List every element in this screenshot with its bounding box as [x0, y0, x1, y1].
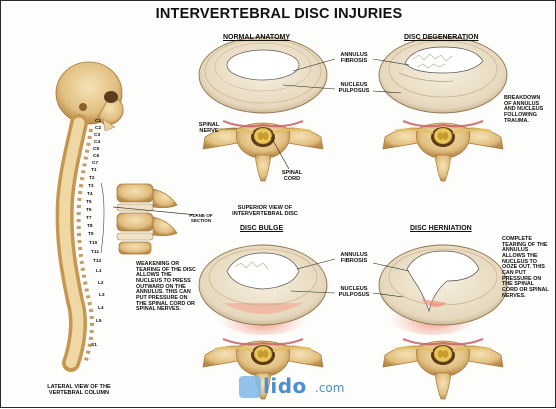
degeneration-note: BREAKDOWN OF ANNULUS AND NUCLEUS FOLLOWI… [504, 96, 548, 124]
watermark-suffix: .com [315, 381, 344, 395]
vertebra-label-t8: T8 [87, 224, 93, 229]
vertebra-label-t5: T5 [86, 200, 92, 205]
vertebra-label-t1: T1 [91, 168, 97, 173]
vertebra-label-c5: C5 [93, 147, 99, 152]
watermark-badge [239, 376, 261, 398]
annulus-fibrosis-label-top: ANNULUS FIBROSIS [335, 53, 373, 65]
vertebra-label-t10: T10 [89, 241, 97, 246]
normal-disc-illustration [199, 37, 327, 181]
herniation-disc-illustration [379, 245, 507, 399]
vertebra-label-l3: L3 [99, 293, 105, 298]
vertebra-label-t2: T2 [89, 176, 95, 181]
vertebra-label-t3: T3 [88, 184, 94, 189]
vertebra-label-s1: S1 [91, 343, 97, 348]
vertebra-label-c2: C2 [95, 126, 101, 131]
lateral-view-caption: LATERAL VIEW OF THE VERTEBRAL COLUMN [31, 385, 127, 397]
spinal-cord-label: SPINAL CORD [281, 171, 303, 183]
disc-bulge-heading: DISC BULGE [240, 225, 283, 232]
vertebra-label-c7: C7 [92, 161, 98, 166]
vertebra-label-t12: T12 [93, 259, 101, 264]
plane-of-section-label: PLANE OF SECTION [187, 214, 215, 224]
watermark-logo: lido .com [239, 374, 359, 400]
vertebra-label-t6: T6 [86, 208, 92, 213]
vertebra-label-t7: T7 [86, 216, 92, 221]
degeneration-disc-illustration [379, 37, 507, 181]
nucleus-pulposus-label-top: NUCLEUS PULPOSUS [335, 83, 373, 95]
skull-illustration [56, 62, 123, 131]
vertebra-label-l5: L5 [96, 319, 102, 324]
superior-view-caption: SUPERIOR VIEW OF INTERVERTEBRAL DISC [227, 206, 303, 218]
watermark-brand: lido [263, 374, 307, 398]
disc-degeneration-heading: DISC DEGENERATION [404, 34, 479, 41]
vertebra-label-c6: C6 [93, 154, 99, 159]
vertebra-label-c1: C1 [95, 119, 101, 124]
bulge-note: WEAKENING OR TEARING OF THE DISC ALLOWS … [136, 262, 198, 313]
vertebra-label-l2: L2 [98, 281, 104, 286]
vertebra-label-t9: T9 [88, 232, 94, 237]
vertebra-label-l4: L4 [98, 306, 104, 311]
disc-herniation-heading: DISC HERNIATION [410, 225, 472, 232]
vertebra-label-t4: T4 [87, 192, 93, 197]
normal-anatomy-heading: NORMAL ANATOMY [223, 34, 290, 41]
vertebra-label-c3: C3 [94, 133, 100, 138]
spinal-nerve-label: SPINAL NERVE [197, 123, 221, 135]
vertebra-label-t11: T11 [91, 250, 99, 255]
annulus-fibrosis-label-bottom: ANNULUS FIBROSIS [335, 253, 373, 265]
herniation-note: COMPLETE TEARING OF THE ANNULUS ALLOWS T… [502, 237, 550, 299]
lateral-segment-illustration [101, 183, 197, 254]
nucleus-pulposus-label-bottom: NUCLEUS PULPOSUS [335, 287, 373, 299]
vertebra-label-c4: C4 [94, 140, 100, 145]
vertebra-label-l1: L1 [96, 269, 102, 274]
